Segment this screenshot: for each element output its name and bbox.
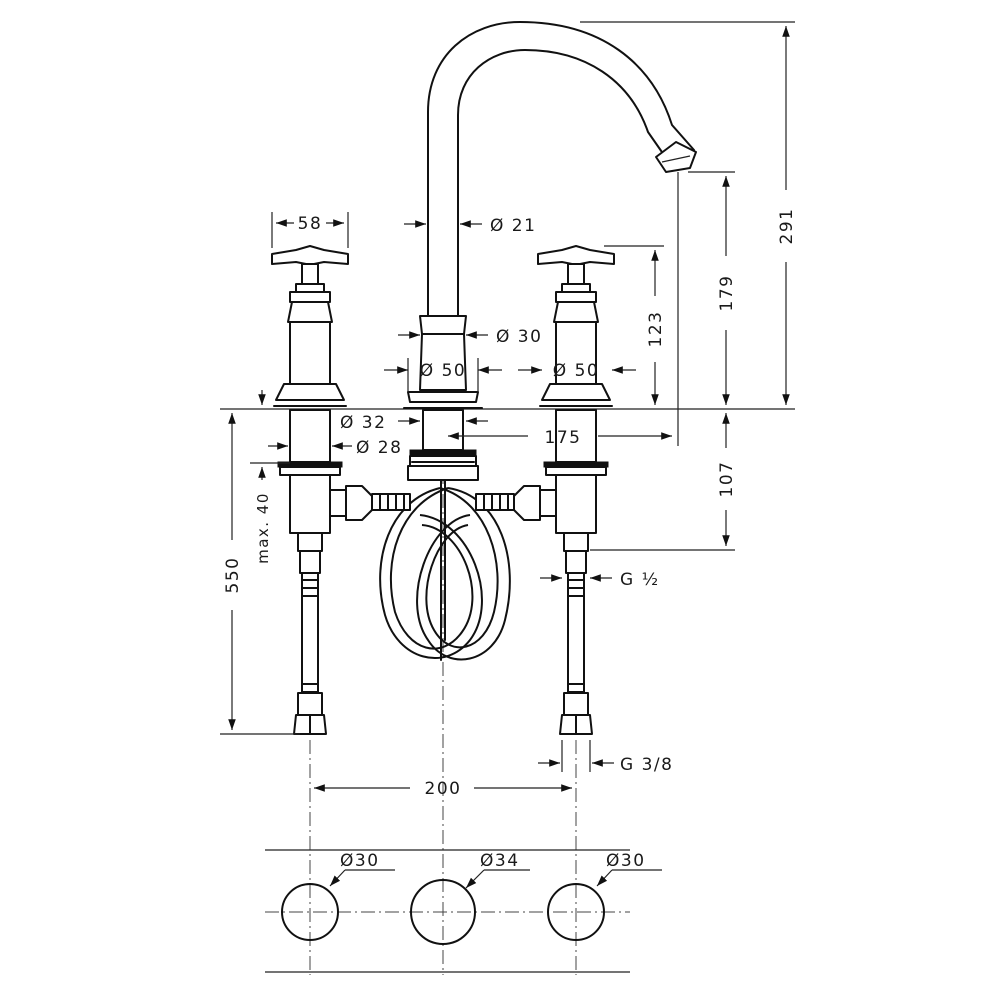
spout [403, 21, 697, 661]
dim-total-height: 291 [777, 208, 797, 245]
dim-outlet-height: 179 [717, 275, 737, 312]
hole-left [281, 883, 339, 941]
dim-hole-center: Ø34 [480, 851, 520, 871]
dimension-labels: 58 Ø 21 Ø 30 Ø 50 Ø 50 Ø 32 Ø 28 175 123… [223, 208, 797, 799]
deck-hole-plan: Ø30 Ø34 Ø30 [265, 849, 662, 973]
dim-spout-tube: Ø 21 [490, 216, 536, 236]
dim-spout-neck: Ø 30 [496, 327, 542, 347]
dim-handle-width: 58 [298, 214, 323, 234]
spout-hose [379, 487, 511, 661]
left-valve [271, 245, 411, 735]
dim-hole-left: Ø30 [340, 851, 380, 871]
dimension-lines [220, 21, 795, 792]
hole-right [547, 883, 605, 941]
dim-hole-right: Ø30 [606, 851, 646, 871]
dim-hose-length: 550 [223, 557, 243, 594]
dim-deck-thickness: max. 40 [254, 492, 272, 564]
dim-handle-spacing: 200 [425, 779, 462, 799]
center-lines [265, 470, 630, 975]
dim-thread-lower: G 3/8 [620, 755, 673, 775]
right-valve [475, 245, 615, 735]
dim-below-deck: 107 [717, 461, 737, 498]
dim-base-left: Ø 50 [420, 361, 466, 381]
dim-valve-shank: Ø 28 [356, 438, 402, 458]
dim-spout-reach: 175 [545, 428, 582, 448]
hole-center [410, 879, 476, 945]
dim-spout-shank: Ø 32 [340, 413, 386, 433]
dim-thread-upper: G ½ [620, 570, 660, 590]
dim-base-right: Ø 50 [553, 361, 599, 381]
dim-handle-height: 123 [646, 311, 666, 348]
